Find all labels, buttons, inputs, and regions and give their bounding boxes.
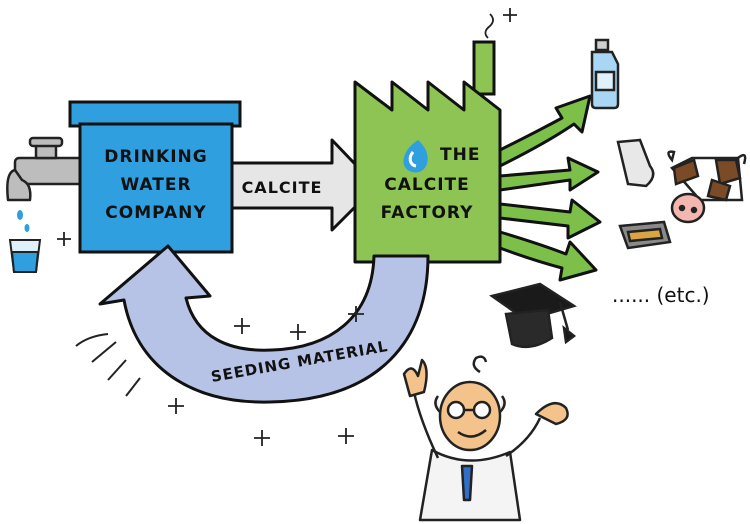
- sparkle-icon: [57, 232, 71, 246]
- company-box-lid: [68, 100, 242, 128]
- factory-label-line1: THE: [440, 145, 480, 165]
- factory-label-line3: FACTORY: [381, 203, 474, 223]
- company-box-body: [78, 122, 234, 254]
- water-glass-icon: [8, 239, 42, 273]
- graduation-cap-icon: [489, 282, 577, 349]
- output-arrow-4: [498, 230, 598, 282]
- company-label-line1: DRINKING: [104, 147, 207, 167]
- drinking-water-company-box: DRINKING WATER COMPANY: [68, 100, 242, 254]
- output-arrow-3: [498, 198, 602, 240]
- calcite-factory: THE CALCITE FACTORY: [353, 40, 502, 264]
- water-drop-logo-icon: [403, 140, 428, 173]
- scientist-icon: [402, 355, 569, 522]
- feed-tray-icon: [618, 220, 672, 250]
- seeding-material-arrow: SEEDING MATERIAL: [98, 244, 430, 404]
- output-arrow-1: [498, 94, 592, 168]
- factory-chimney: [472, 40, 496, 96]
- factory-building: [353, 80, 502, 264]
- output-arrow-2: [498, 156, 600, 192]
- output-arrows: [498, 94, 602, 282]
- smoke-icon: [484, 8, 517, 39]
- water-drops-icon: [17, 210, 30, 232]
- bottle-icon: [590, 38, 620, 110]
- etc-label: ...... (etc.): [612, 283, 710, 307]
- calcite-arrow-label: CALCITE: [242, 178, 323, 197]
- cow-icon: [667, 150, 747, 224]
- factory-label-line2: CALCITE: [384, 175, 469, 195]
- company-label-line3: COMPANY: [105, 203, 206, 223]
- paper-roll-icon: [616, 138, 655, 188]
- sparkles: [168, 306, 364, 446]
- company-label-line2: WATER: [120, 175, 191, 195]
- motion-lines: [75, 333, 141, 397]
